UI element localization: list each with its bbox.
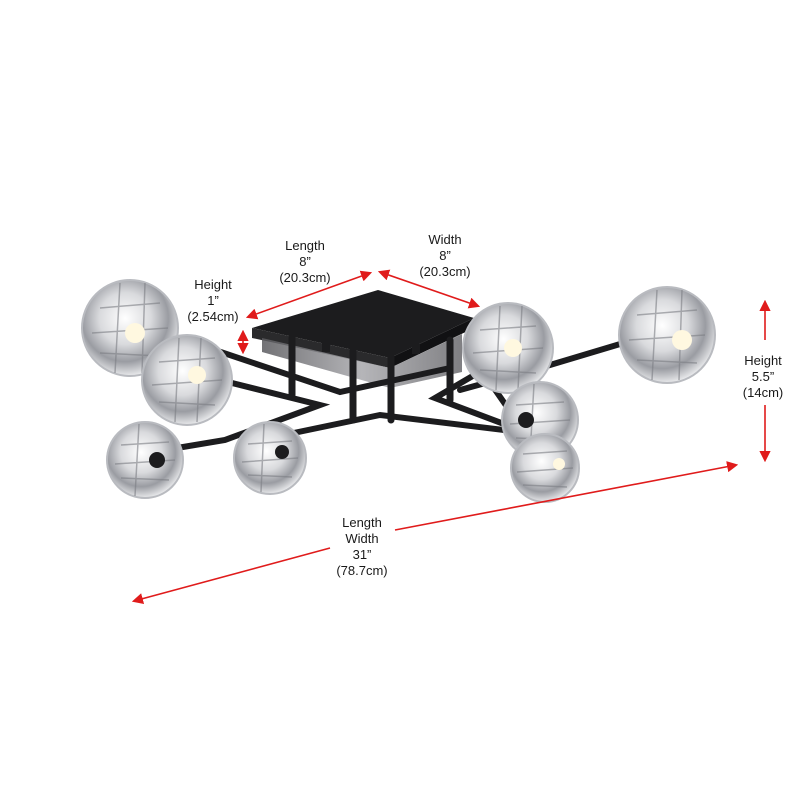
overall-height-label: Height 5.5” (14cm) <box>743 353 783 401</box>
overall-span-arrow-right <box>394 461 739 531</box>
dimension-arrows <box>131 269 771 605</box>
canopy-length-arrow <box>245 270 373 320</box>
dimension-name: Height <box>194 277 232 292</box>
crystal-shade <box>141 334 233 426</box>
dimension-metric: (20.3cm) <box>419 264 471 279</box>
overall-span-label: Length Width 31” (78.7cm) <box>336 515 387 579</box>
crystal-shades <box>81 279 716 503</box>
crystal-shade <box>233 421 307 495</box>
dimension-name: Length <box>285 238 325 253</box>
dimension-metric: (20.3cm) <box>279 270 331 285</box>
dimension-imperial: 8” <box>299 254 311 269</box>
dimension-imperial: 5.5” <box>751 369 775 384</box>
dimension-metric: (14cm) <box>742 385 784 400</box>
dimension-name: Height <box>744 353 782 368</box>
dimension-metric: (2.54cm) <box>187 309 239 324</box>
canopy-width-label: Width 8” (20.3cm) <box>419 232 470 280</box>
dimension-imperial: 1” <box>207 293 219 308</box>
crystal-shade <box>618 286 716 384</box>
canopy-length-label: Length 8” (20.3cm) <box>279 238 330 286</box>
canopy-width-arrow <box>377 269 481 309</box>
dimension-name: Width <box>428 232 462 247</box>
dimension-name-secondary: Width <box>345 531 379 546</box>
dimension-name: Length <box>342 515 382 530</box>
crystal-shade <box>510 433 580 503</box>
dimension-imperial: 31” <box>352 547 372 562</box>
overall-span-arrow-left <box>131 547 331 605</box>
dimension-metric: (78.7cm) <box>336 563 388 578</box>
dimension-imperial: 8” <box>439 248 451 263</box>
crystal-shade <box>462 302 554 394</box>
crystal-shade <box>106 421 184 499</box>
canopy-height-label: Height 1” (2.54cm) <box>187 277 238 325</box>
